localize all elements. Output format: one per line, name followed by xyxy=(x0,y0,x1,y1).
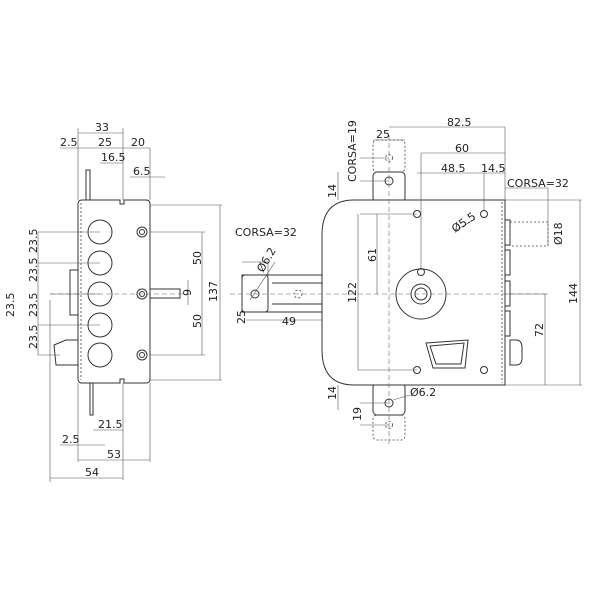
dim-82-5: 82.5 xyxy=(447,116,472,129)
dim-25-tab: 25 xyxy=(376,128,390,141)
dim-2-5-bottom: 2.5 xyxy=(62,433,80,446)
cylinder-projection xyxy=(53,339,79,366)
dim-19: 19 xyxy=(351,407,364,421)
dim-14-5: 14.5 xyxy=(481,162,506,175)
dim-61: 61 xyxy=(366,248,379,262)
dim-2-5-top: 2.5 xyxy=(60,136,78,149)
dim-pitch-5: 23.5 xyxy=(27,325,40,350)
dim-14-bottom: 14 xyxy=(326,386,339,400)
bottom-tab xyxy=(89,382,94,416)
lock-body-front xyxy=(321,199,506,386)
dim-9: 9 xyxy=(181,289,194,296)
knob xyxy=(509,339,523,366)
dim-53: 53 xyxy=(107,448,121,461)
dim-21-5: 21.5 xyxy=(98,418,123,431)
dim-diameter-6-2-bottom: Ø6.2 xyxy=(410,386,436,399)
dim-diameter-18: Ø18 xyxy=(552,222,565,245)
dim-49: 49 xyxy=(282,315,296,328)
dim-pitch-2: 23.5 xyxy=(27,258,40,283)
dim-16-5: 16.5 xyxy=(101,151,126,164)
dim-144: 144 xyxy=(567,283,580,304)
dim-72: 72 xyxy=(533,323,546,337)
dim-33: 33 xyxy=(95,121,109,134)
dim-50-bottom: 50 xyxy=(191,314,204,328)
bolt-end-plate xyxy=(241,274,269,313)
screw-holes xyxy=(413,210,488,374)
dim-pitch-4: 23.5 xyxy=(27,293,40,318)
keyhole-slot xyxy=(425,339,469,369)
front-bolts xyxy=(504,219,549,337)
dim-pitch-3: 23.5 xyxy=(4,293,17,318)
dim-6-5: 6.5 xyxy=(133,165,151,178)
dim-corsa-19: CORSA=19 xyxy=(346,120,359,182)
dim-20: 20 xyxy=(131,136,145,149)
dim-48-5: 48.5 xyxy=(441,162,466,175)
dim-25: 25 xyxy=(98,136,112,149)
top-tab xyxy=(85,169,91,201)
dim-14-top: 14 xyxy=(326,184,339,198)
dim-60: 60 xyxy=(455,142,469,155)
dim-diameter-6-2-left: Ø6.2 xyxy=(254,245,278,274)
dim-pitch-1: 23.5 xyxy=(27,229,40,254)
dim-54: 54 xyxy=(85,466,99,479)
dim-25-bolt: 25 xyxy=(235,310,248,324)
dim-122: 122 xyxy=(346,282,359,303)
dim-corsa-32-right: CORSA=32 xyxy=(507,177,569,190)
lock-body-side xyxy=(77,199,151,384)
left-side-view: 33 2.5 25 20 16.5 6.5 23.5 23.5 23.5 23.… xyxy=(4,121,222,482)
bolt xyxy=(149,288,181,299)
front-view: 82.5 25 CORSA=19 60 48.5 14.5 CORSA=32 1… xyxy=(230,116,582,445)
dim-corsa-32-left: CORSA=32 xyxy=(235,226,297,239)
latch-projection xyxy=(69,269,79,316)
dim-137: 137 xyxy=(207,281,220,302)
dim-50-top: 50 xyxy=(191,251,204,265)
